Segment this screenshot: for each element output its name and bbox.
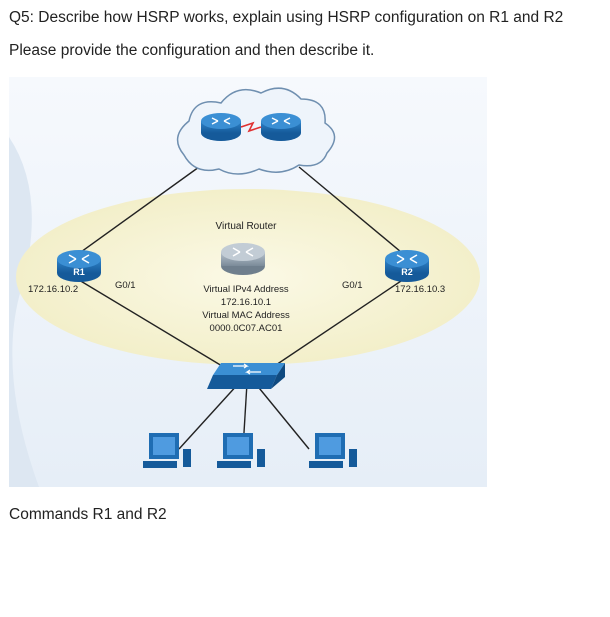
cloud	[176, 87, 336, 175]
virtual-ipv4-label: Virtual IPv4 Address	[203, 284, 289, 295]
link-cloud-r1	[73, 166, 200, 258]
r2-ip: 172.16.10.3	[395, 284, 445, 295]
hsrp-topology-svg: R1 172.16.10.2 G0/1 R2 172.16.10.3 G0/1 …	[9, 77, 487, 487]
pc-2-icon	[217, 433, 265, 468]
hsrp-diagram: R1 172.16.10.2 G0/1 R2 172.16.10.3 G0/1 …	[9, 77, 487, 487]
virtual-ipv4-address: 172.16.10.1	[221, 297, 271, 308]
r2-interface: G0/1	[342, 280, 363, 291]
pc-1-icon	[143, 433, 191, 468]
link-switch-pc1	[178, 382, 240, 450]
link-switch-pc3	[254, 382, 310, 450]
r2-name: R2	[401, 267, 413, 277]
r1-router-icon	[57, 250, 101, 282]
virtual-router-icon	[221, 243, 265, 275]
pc-3-icon	[309, 433, 357, 468]
cloud-router-right-icon	[261, 113, 301, 141]
question-subtitle: Please provide the configuration and the…	[9, 42, 375, 59]
question-title: Q5: Describe how HSRP works, explain usi…	[9, 9, 564, 26]
switch-icon	[207, 363, 285, 389]
virtual-router-label: Virtual Router	[216, 221, 278, 232]
cloud-router-left-icon	[201, 113, 241, 141]
commands-label: Commands R1 and R2	[9, 506, 167, 523]
virtual-mac-label: Virtual MAC Address	[202, 310, 290, 321]
background-swoosh	[9, 137, 39, 487]
r1-ip: 172.16.10.2	[28, 284, 78, 295]
serial-link-red	[240, 121, 262, 133]
r1-name: R1	[73, 267, 85, 277]
virtual-mac-address: 0000.0C07.AC01	[210, 323, 283, 334]
virtual-router-ellipse	[16, 189, 480, 365]
link-r1-switch	[73, 276, 238, 376]
r1-interface: G0/1	[115, 280, 136, 291]
link-r2-switch	[260, 276, 408, 376]
r2-router-icon	[385, 250, 429, 282]
link-cloud-r2	[298, 166, 408, 258]
